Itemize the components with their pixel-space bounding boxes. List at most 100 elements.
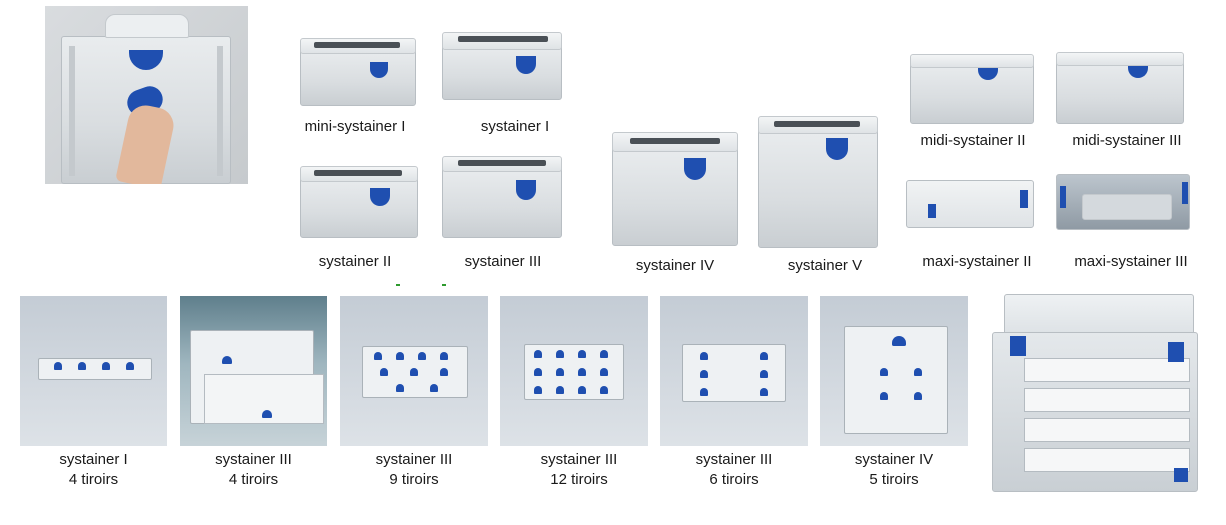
drawer-knob [418,352,426,360]
product-midi-systainer-2[interactable] [906,50,1038,126]
caption-drawers: 12 tiroirs [550,471,608,488]
caption-drawer-6: systainer IV 5 tiroirs [820,450,968,490]
photo-systainer-3-12-drawers[interactable] [500,296,648,446]
product-systainer-1[interactable] [438,22,568,110]
caption-systainer-4: systainer IV [635,257,715,274]
box-latch-right [1020,190,1028,208]
drawer-knob [760,352,768,360]
drawer-knob [892,336,906,346]
caption-systainer-2: systainer II [318,253,392,270]
drawer-unit [682,344,786,402]
caption-model: systainer III [215,451,292,468]
drawer-knob [410,368,418,376]
box-handle [630,138,720,144]
hero-rib-right [217,46,223,176]
box-latch [684,158,706,180]
photo-systainer-1-4-drawers[interactable] [20,296,167,446]
drawer-knob [880,368,888,376]
latch-bottom [1174,468,1188,482]
drawer-knob [380,368,388,376]
photo-large-drawer-systainer[interactable] [984,292,1204,498]
drawer-knob [600,368,608,376]
photo-systainer-4-5-drawers[interactable] [820,296,968,446]
drawer-knob [374,352,382,360]
box-handle [458,160,546,166]
caption-drawers: 4 tiroirs [68,471,119,488]
drawer-unit [38,358,152,380]
green-mark-left [396,284,400,286]
box-handle [314,42,400,48]
caption-model: systainer IV [854,451,934,468]
product-systainer-2[interactable] [296,160,424,240]
drawer-knob [700,388,708,396]
drawer-knob [760,388,768,396]
box-lid [910,54,1034,68]
product-mini-systainer-1[interactable] [296,26,420,116]
drawer-knob [440,368,448,376]
caption-drawers: 5 tiroirs [869,471,919,488]
drawer-knob [262,410,272,418]
box-latch [516,56,536,74]
photo-systainer-3-6-drawers[interactable] [660,296,808,446]
drawer-knob [54,362,62,370]
hero-photo [45,6,248,184]
caption-drawer-2: systainer III 4 tiroirs [180,450,327,490]
drawer-knob [760,370,768,378]
box-drawer [1082,194,1172,220]
hero-rib-left [69,46,75,176]
box-latch [370,188,390,206]
box-latch-left [1060,186,1066,208]
hero-systainer-handle [105,14,189,38]
drawer-knob [430,384,438,392]
caption-model: systainer III [375,451,453,468]
product-systainer-3[interactable] [438,150,566,240]
product-midi-systainer-3[interactable] [1052,48,1188,126]
product-systainer-5[interactable] [754,110,882,250]
drawer-row [1024,448,1190,472]
caption-model: systainer III [695,451,773,468]
caption-systainer-3: systainer III [464,253,542,270]
drawer-knob [556,386,564,394]
drawer-knob [440,352,448,360]
latch-right [1168,342,1184,362]
caption-maxi-systainer-2: maxi-systainer II [922,253,1032,270]
box-body [442,166,562,238]
box-handle [774,121,860,127]
product-systainer-4[interactable] [608,126,742,248]
latch-left [1010,336,1026,356]
caption-drawer-3: systainer III 9 tiroirs [340,450,488,490]
box-body [906,180,1034,228]
box-latch [826,138,848,160]
drawer-knob [700,370,708,378]
box-body [910,62,1034,124]
green-mark-right [442,284,446,286]
hero-latch-top [129,50,163,70]
box-body [612,146,738,246]
box-handle [458,36,548,42]
caption-maxi-systainer-3: maxi-systainer III [1074,253,1188,270]
caption-model: systainer III [540,451,618,468]
caption-midi-systainer-3: midi-systainer III [1072,132,1182,149]
drawer-knob [600,386,608,394]
box-lid [1056,52,1184,66]
caption-drawer-4: systainer III 12 tiroirs [500,450,658,490]
product-maxi-systainer-3[interactable] [1052,170,1194,232]
drawer-knob [534,386,542,394]
drawer-knob [914,392,922,400]
caption-midi-systainer-2: midi-systainer II [920,132,1026,149]
product-maxi-systainer-2[interactable] [902,174,1038,230]
drawer-row [1024,388,1190,412]
caption-systainer-5: systainer V [787,257,863,274]
photo-systainer-3-4-drawers[interactable] [180,296,327,446]
box-body [300,176,418,238]
caption-drawers: 6 tiroirs [709,471,759,488]
caption-drawers: 4 tiroirs [228,471,279,488]
box-body [300,48,416,106]
drawer-knob [556,350,564,358]
drawer-knob [534,350,542,358]
photo-systainer-3-9-drawers[interactable] [340,296,488,446]
box-body [1056,60,1184,124]
box-latch [1128,66,1148,78]
drawer-knob [880,392,888,400]
caption-drawer-1: systainer I 4 tiroirs [20,450,167,490]
